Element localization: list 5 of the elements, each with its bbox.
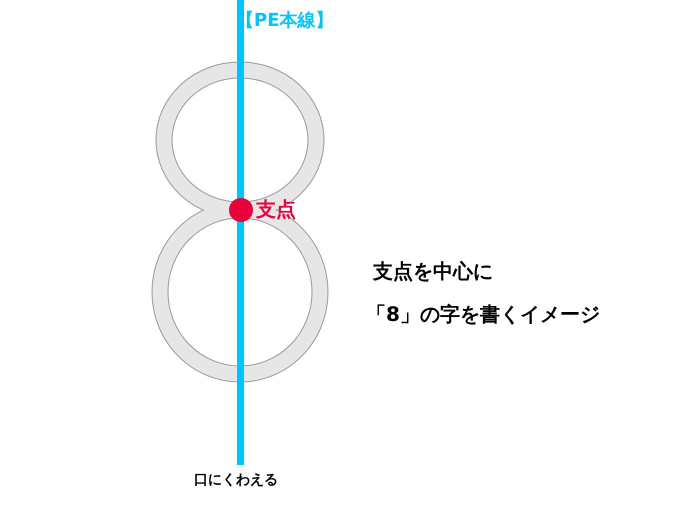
mouth-label: 口にくわえる <box>194 472 278 490</box>
fulcrum-label: 支点 <box>256 197 296 222</box>
description-text: 支点を中心に <box>373 259 493 284</box>
description-text: 「8」の字を書くイメージ <box>366 302 600 327</box>
line-label: 【PE本線】 <box>236 10 334 32</box>
